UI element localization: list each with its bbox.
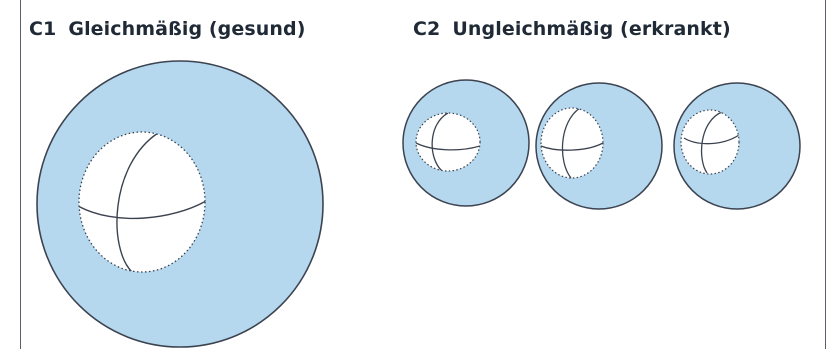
c1-healthy-sphere [37,61,323,347]
c2-sphere-a [403,80,529,206]
c2-sphere-c-lesion-area [681,110,739,174]
c1-lesion-area [79,132,205,272]
c2-sphere-c [674,83,800,209]
c2-sphere-b [536,83,662,209]
